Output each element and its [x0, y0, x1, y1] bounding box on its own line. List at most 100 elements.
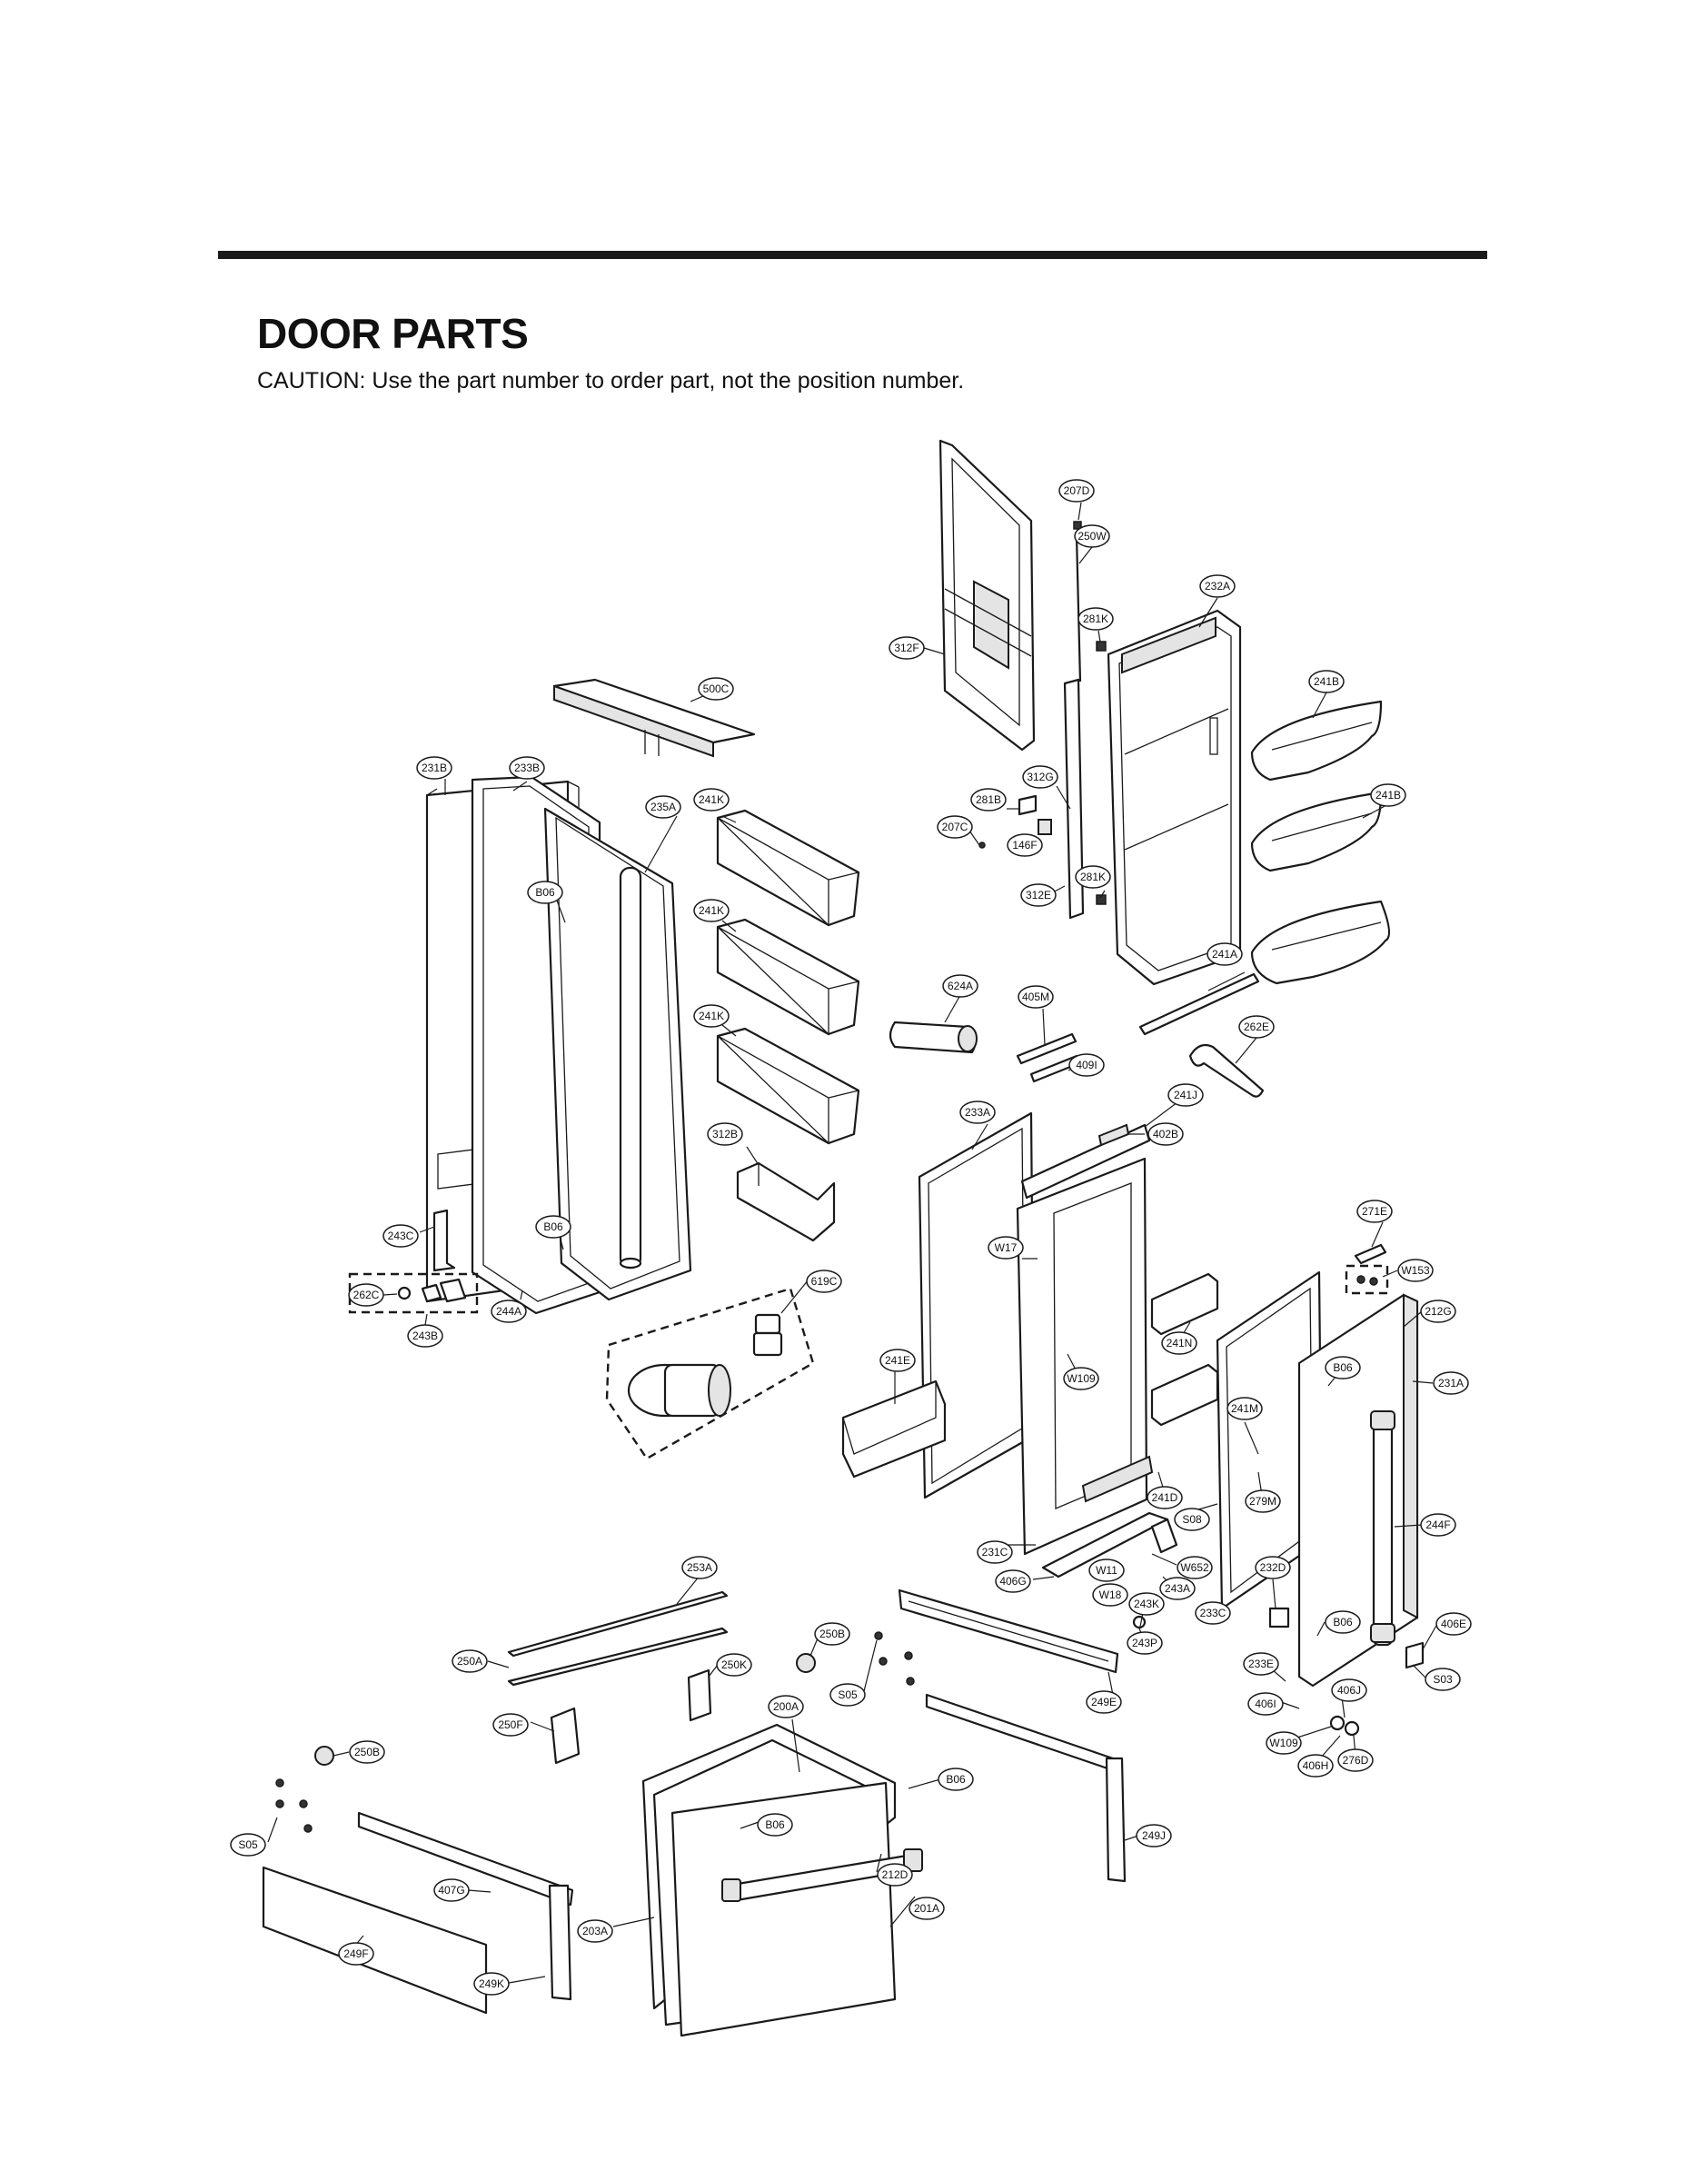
svg-text:146F: 146F: [1012, 839, 1037, 851]
callout-312f: 312F: [889, 636, 925, 660]
callout-406j: 406J: [1331, 1678, 1367, 1702]
callout-279m: 279M: [1245, 1489, 1281, 1513]
callout-146f: 146F: [1007, 833, 1043, 857]
callout-w17: W17: [988, 1236, 1024, 1260]
callout-276d: 276D: [1337, 1748, 1374, 1772]
svg-text:406E: 406E: [1441, 1618, 1466, 1630]
svg-text:B06: B06: [946, 1773, 966, 1786]
callout-409i: 409I: [1068, 1053, 1105, 1077]
freezer-drawer-200a: [641, 1723, 923, 2037]
svg-text:W18: W18: [1099, 1588, 1122, 1601]
svg-text:232D: 232D: [1260, 1561, 1286, 1574]
callout-241j: 241J: [1167, 1083, 1204, 1107]
callout-b06-4: B06: [1325, 1610, 1361, 1634]
callout-212d: 212D: [877, 1863, 913, 1887]
callout-241k-2: 241K: [693, 899, 730, 922]
svg-text:249J: 249J: [1142, 1829, 1166, 1842]
callout-241d: 241D: [1147, 1486, 1183, 1509]
callout-244a: 244A: [491, 1300, 527, 1323]
caution-note: CAUTION: Use the part number to order pa…: [257, 368, 965, 393]
right-door-231a: [1297, 1264, 1419, 1688]
callout-406e: 406E: [1435, 1612, 1472, 1636]
svg-text:276D: 276D: [1343, 1754, 1369, 1767]
callout-w153: W153: [1397, 1259, 1434, 1282]
dispenser-motor-619c: [605, 1287, 815, 1460]
svg-text:S05: S05: [238, 1838, 258, 1851]
svg-text:249E: 249E: [1091, 1696, 1117, 1708]
bracket-312b: [736, 1161, 836, 1242]
callout-250w: 250W: [1074, 524, 1110, 548]
svg-text:241B: 241B: [1375, 789, 1401, 802]
svg-text:S05: S05: [838, 1688, 858, 1701]
svg-text:244F: 244F: [1425, 1519, 1450, 1531]
callout-262e: 262E: [1238, 1015, 1275, 1039]
callout-500c: 500C: [698, 677, 734, 701]
svg-text:207C: 207C: [942, 821, 968, 833]
callout-231b: 231B: [416, 756, 452, 780]
svg-text:619C: 619C: [811, 1275, 838, 1288]
svg-text:201A: 201A: [914, 1902, 939, 1915]
svg-text:279M: 279M: [1249, 1495, 1276, 1508]
svg-text:406I: 406I: [1255, 1698, 1276, 1710]
callout-b06: B06: [527, 881, 563, 904]
callout-244f: 244F: [1420, 1513, 1456, 1537]
callout-249j: 249J: [1136, 1824, 1172, 1847]
strips-253a-250a: [507, 1590, 729, 1687]
svg-text:244A: 244A: [496, 1305, 521, 1318]
svg-text:W109: W109: [1269, 1737, 1298, 1749]
svg-text:249F: 249F: [343, 1947, 368, 1960]
callout-281k-2: 281K: [1075, 865, 1111, 889]
svg-text:W11: W11: [1096, 1564, 1117, 1577]
svg-text:281K: 281K: [1083, 612, 1108, 625]
callout-241k: 241K: [693, 788, 730, 812]
page-title: DOOR PARTS: [257, 310, 529, 357]
callout-250k: 250K: [716, 1653, 752, 1677]
callout-250b-2: 250B: [349, 1740, 385, 1764]
callout-402b: 402B: [1147, 1122, 1184, 1146]
callout-231c: 231C: [977, 1540, 1013, 1564]
callout-243c: 243C: [382, 1224, 419, 1248]
svg-text:W17: W17: [995, 1241, 1018, 1254]
callout-232d: 232D: [1255, 1556, 1291, 1579]
callout-212g: 212G: [1420, 1300, 1456, 1323]
callout-b06-5: B06: [938, 1768, 974, 1791]
small-parts-243c: [348, 1209, 479, 1314]
svg-text:241N: 241N: [1167, 1337, 1193, 1349]
svg-text:405M: 405M: [1022, 991, 1049, 1003]
svg-text:W109: W109: [1067, 1372, 1096, 1385]
callout-619c: 619C: [806, 1270, 842, 1293]
svg-text:500C: 500C: [703, 682, 730, 695]
svg-text:241B: 241B: [1314, 675, 1339, 688]
svg-text:406J: 406J: [1337, 1684, 1361, 1697]
callout-624a: 624A: [942, 974, 978, 998]
callout-s05-2: S05: [230, 1833, 266, 1857]
bins-241n: [1150, 1272, 1219, 1427]
callout-w109-2: W109: [1266, 1731, 1302, 1755]
left-door-assembly: [425, 775, 692, 1315]
callout-312e: 312E: [1020, 883, 1057, 907]
svg-text:241J: 241J: [1174, 1089, 1197, 1101]
callout-233e: 233E: [1243, 1652, 1279, 1676]
callouts: 207D 250W 232A 281K 312F 241B 500C 231B …: [230, 479, 1472, 1996]
rod-250w: [978, 521, 1107, 920]
callout-241m: 241M: [1226, 1397, 1263, 1420]
svg-text:250K: 250K: [721, 1658, 747, 1671]
top-rule: [218, 251, 1487, 259]
callout-w109: W109: [1063, 1367, 1099, 1390]
svg-text:624A: 624A: [948, 980, 973, 992]
callout-250f: 250F: [492, 1713, 529, 1737]
svg-text:B06: B06: [1333, 1616, 1353, 1628]
door-bins-241k: [716, 809, 860, 1145]
bin-241e: [841, 1379, 947, 1479]
callout-281b: 281B: [970, 788, 1007, 812]
callout-s05: S05: [829, 1683, 866, 1707]
svg-text:231B: 231B: [422, 762, 447, 774]
svg-text:W153: W153: [1401, 1264, 1430, 1277]
callout-233a: 233A: [959, 1100, 996, 1124]
svg-text:233B: 233B: [514, 762, 540, 774]
callout-406h: 406H: [1297, 1754, 1334, 1778]
callout-250a: 250A: [452, 1649, 488, 1673]
svg-text:212D: 212D: [882, 1868, 909, 1881]
rail-241d: [1041, 1511, 1178, 1578]
svg-text:200A: 200A: [773, 1700, 799, 1713]
